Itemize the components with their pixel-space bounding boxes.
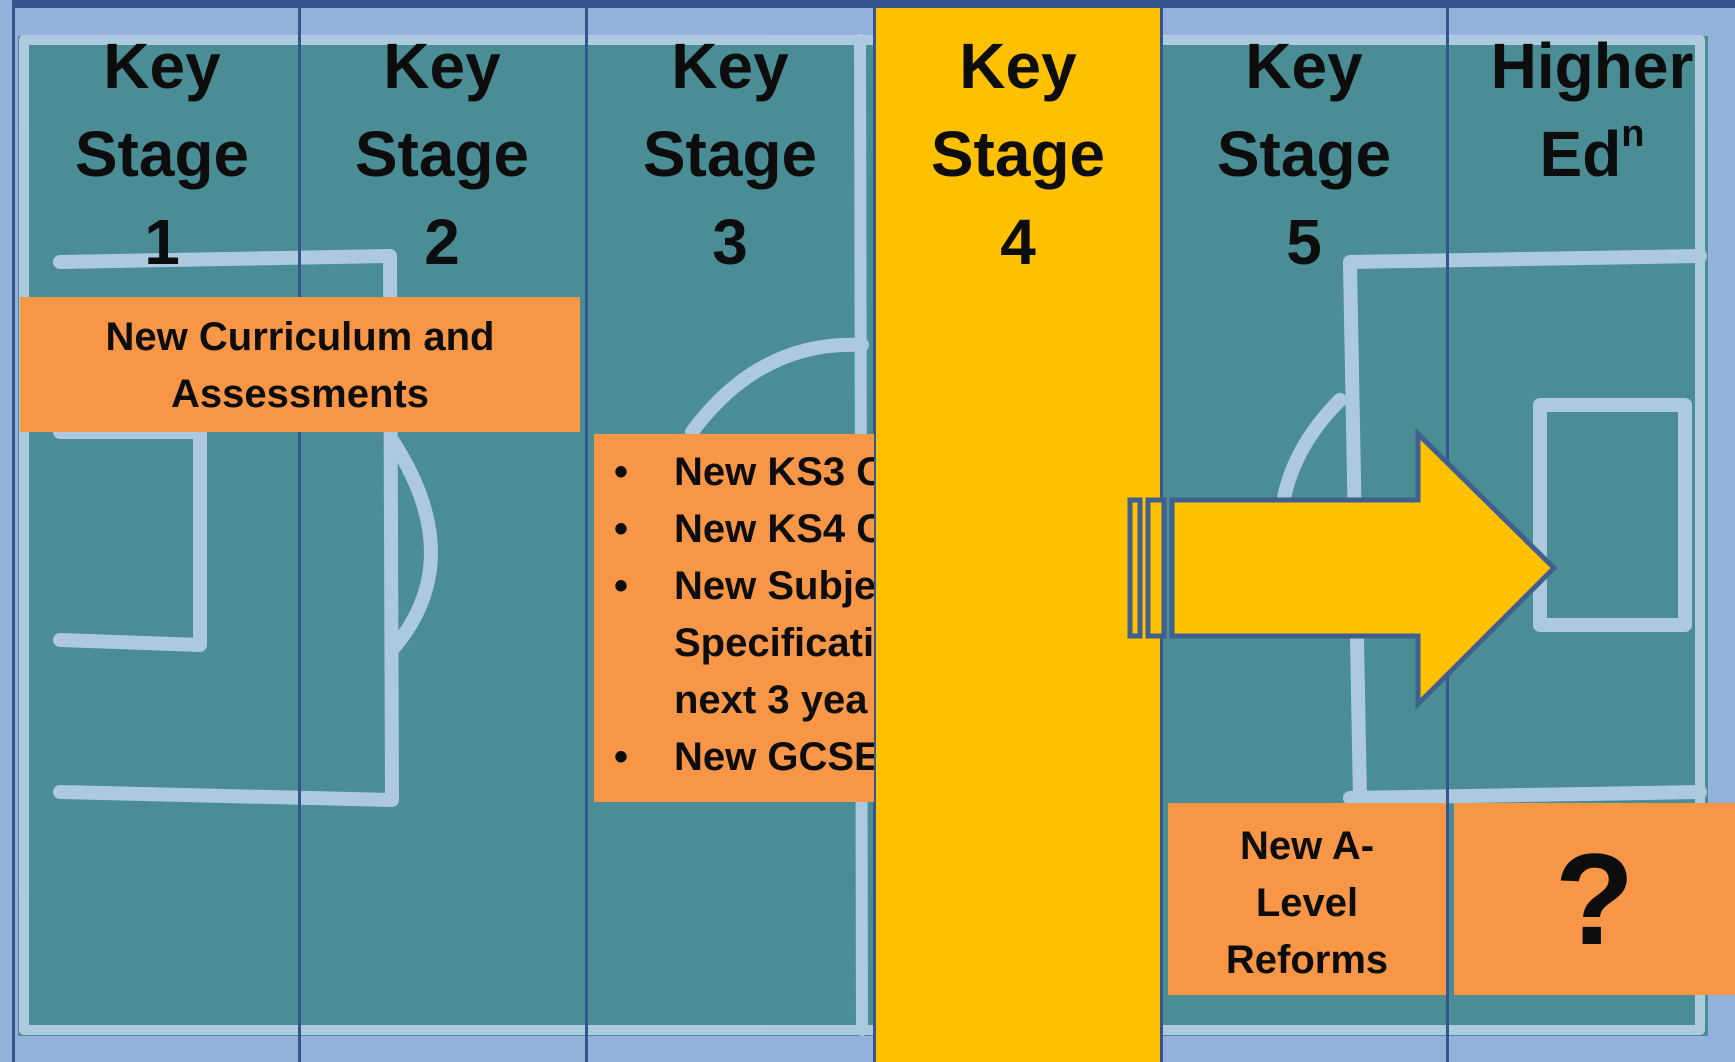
bullet-item: • New KS3 C bbox=[594, 444, 874, 501]
bullet-item: • New Subje bbox=[594, 558, 874, 615]
right-penalty-line bbox=[1343, 257, 1367, 807]
alevel-line-2: Level bbox=[1255, 881, 1359, 925]
column-divider bbox=[298, 0, 301, 1062]
alevel-line-3: Reforms bbox=[1225, 938, 1389, 982]
bullet-text: Specificati bbox=[674, 621, 874, 665]
left-penalty-arc bbox=[385, 433, 438, 657]
bullet-dot: • bbox=[614, 507, 629, 551]
pitch-markings bbox=[19, 34, 1707, 1036]
curriculum-line-1: New Curriculum and bbox=[105, 315, 495, 359]
bullet-dot: • bbox=[614, 564, 629, 608]
left-goal-box bbox=[53, 425, 207, 652]
center-circle-arc bbox=[685, 337, 869, 439]
column-highlight-ks4 bbox=[875, 0, 1160, 1062]
bullet-item: • New KS4 C bbox=[594, 501, 874, 558]
alevel-line-1: New A- bbox=[1239, 824, 1375, 868]
bullet-text: New Subje bbox=[674, 564, 874, 608]
column-divider bbox=[873, 0, 876, 1062]
question-mark: ? bbox=[1554, 826, 1635, 972]
column-divider bbox=[585, 0, 588, 1062]
left-penalty-box bbox=[53, 249, 399, 807]
bullet-dot: • bbox=[614, 735, 629, 779]
a-level-reforms-box: New A- Level Reforms bbox=[1168, 803, 1446, 995]
column-divider bbox=[12, 0, 15, 1062]
right-penalty-top bbox=[1343, 249, 1707, 269]
bullet-text: New GCSE bbox=[674, 735, 874, 779]
bullet-dot: • bbox=[614, 450, 629, 494]
right-penalty-bottom bbox=[1343, 785, 1707, 805]
bullet-text: New KS4 C bbox=[674, 507, 874, 551]
new-curriculum-box: New Curriculum and Assessments bbox=[20, 297, 580, 432]
curriculum-line-2: Assessments bbox=[171, 372, 429, 416]
column-divider bbox=[1446, 0, 1449, 1062]
bullet-item: • New GCSE bbox=[594, 729, 874, 786]
bullet-text: New KS3 C bbox=[674, 450, 874, 494]
bullet-text: next 3 yea bbox=[674, 678, 868, 722]
column-divider bbox=[1160, 0, 1163, 1062]
bullet-item: Specificati bbox=[594, 615, 874, 672]
higher-ed-question-box: ? bbox=[1454, 803, 1735, 995]
top-border bbox=[12, 0, 1735, 8]
bullet-item: next 3 yea bbox=[594, 672, 874, 729]
